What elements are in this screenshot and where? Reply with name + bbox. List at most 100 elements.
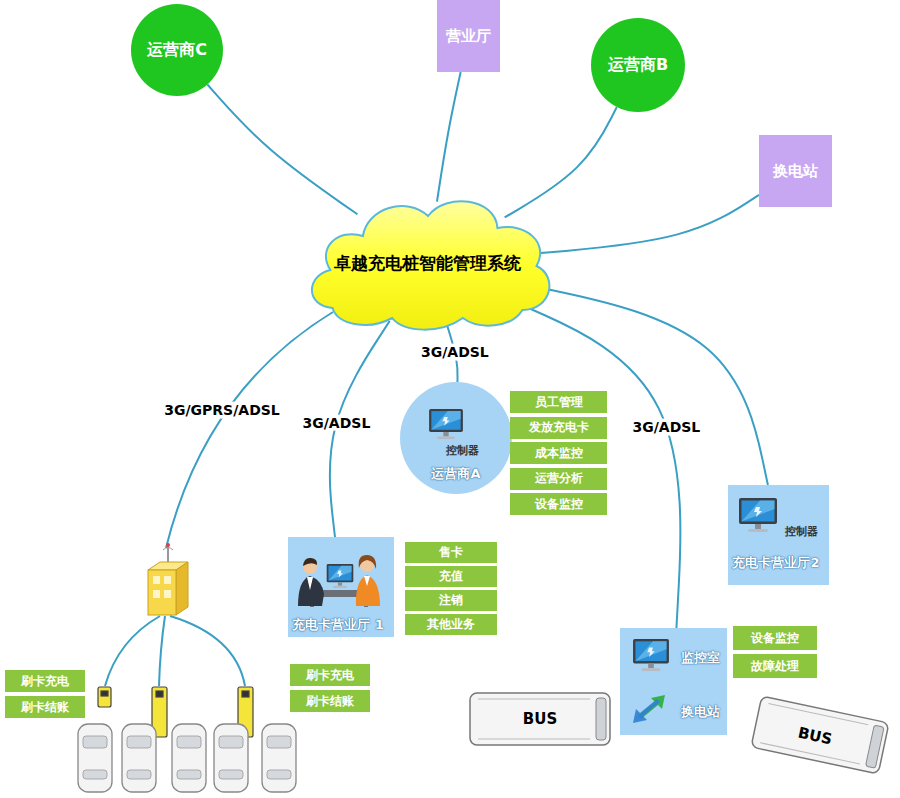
node-label: 员工管理: [535, 395, 583, 409]
pile-wire: [105, 616, 160, 686]
function-box: 运营分析: [510, 468, 607, 490]
node-label: 运营商C: [147, 40, 207, 59]
function-box: 其他业务: [405, 614, 497, 635]
office-people-illustration: [360, 558, 374, 572]
pile-wire: [105, 616, 245, 686]
car-illustration: [262, 724, 296, 792]
node-label: 成本监控: [535, 446, 583, 460]
car-illustration: [219, 736, 243, 748]
function-box: 设备监控: [733, 626, 817, 650]
circle-shape: [591, 18, 685, 112]
function-box: 员工管理: [510, 391, 607, 413]
network-connector: [505, 107, 617, 218]
node-label: 营业厅: [446, 27, 491, 45]
gateway-building: [163, 548, 173, 551]
office-people-illustration: [298, 576, 324, 606]
swap-icon: [638, 695, 665, 719]
function-box: 故障处理: [733, 654, 817, 678]
office-people-illustration: [298, 555, 380, 607]
bus-illustration: [470, 693, 610, 745]
node-label: 售卡: [439, 545, 463, 559]
bus-label: BUS: [796, 724, 833, 749]
office-people-illustration: [356, 575, 380, 606]
monitor-icon: [429, 409, 463, 439]
bus-illustration: [470, 693, 610, 745]
car-illustration: [78, 724, 112, 792]
car-illustration: [267, 770, 291, 779]
charging-pile: [242, 691, 249, 697]
link-label: 3G/ADSL: [418, 344, 492, 361]
gateway-building: [153, 590, 160, 598]
bus-illustration: [760, 743, 860, 764]
monitor-icon: [739, 498, 777, 532]
bus-illustration: [478, 739, 590, 740]
office-people-illustration: [310, 597, 314, 607]
function-box: 设备监控: [510, 493, 607, 515]
function-box: 注销: [405, 590, 497, 611]
car-illustration: [127, 770, 151, 779]
office-people-illustration: [327, 564, 354, 588]
office-people-illustration: [302, 590, 376, 597]
node-label: 刷卡结账: [21, 700, 69, 714]
bus-illustration: [751, 696, 889, 774]
charging-pile: [156, 691, 163, 697]
circle-shape: [400, 382, 512, 494]
function-box: 营业厅: [437, 0, 500, 72]
car-illustration: [83, 736, 107, 748]
bus-illustration: [478, 699, 590, 700]
function-box: 发放充电卡: [510, 417, 607, 439]
gateway-building: [164, 590, 171, 598]
node-label: 运营商A: [431, 466, 480, 482]
function-box: 刷卡结账: [290, 690, 370, 712]
bus-illustration: [596, 698, 606, 740]
function-box: 刷卡充电: [5, 670, 85, 692]
gateway-building: [166, 543, 170, 547]
car-illustration: [267, 736, 291, 748]
car-illustration: [214, 724, 248, 792]
network-connector: [516, 302, 681, 628]
link-label: 3G/ADSL: [300, 414, 374, 431]
charging-pile: [152, 687, 167, 737]
sub-label: 监控室: [681, 650, 720, 666]
bus-illustration: [866, 725, 885, 768]
node-label: 运营分析: [535, 471, 583, 485]
sub-label: 控制器: [785, 525, 818, 538]
node-label: 充值: [439, 569, 463, 583]
system-cloud: 卓越充电桩智能管理系统: [300, 188, 555, 338]
pile-wire: [159, 616, 165, 686]
car-illustration: [122, 724, 156, 792]
gateway-building: [167, 546, 169, 562]
function-box: 刷卡结账: [5, 696, 85, 718]
gateway-building: [148, 543, 188, 615]
node-label: 卓越充电桩智能管理系统: [334, 253, 521, 273]
swap-icon: [633, 695, 665, 723]
function-box: 刷卡充电: [290, 664, 370, 686]
car-illustration: [122, 724, 156, 792]
swap-icon: [633, 699, 660, 723]
function-box: 换电站: [759, 135, 832, 207]
function-box: 充值: [405, 566, 497, 587]
car-illustration: [78, 724, 112, 792]
function-box: 售卡: [405, 542, 497, 563]
node-label: 注销: [439, 593, 463, 607]
bus-illustration: [768, 704, 868, 725]
function-box: 监控室换电站: [620, 628, 727, 735]
sub-label: 控制器: [446, 444, 479, 457]
link-label: 3G/ADSL: [629, 419, 703, 436]
node-label: 设备监控: [535, 497, 583, 511]
network-connector: [437, 72, 461, 202]
operator-circle: 控制器运营商A: [400, 382, 512, 494]
node-label: 刷卡充电: [21, 674, 69, 688]
node-label: 换电站: [681, 704, 720, 720]
car-illustration: [219, 770, 243, 779]
node-label: 运营商B: [608, 55, 668, 74]
charging-pile: [238, 687, 253, 737]
node-label: 其他业务: [427, 617, 475, 631]
network-connector: [207, 85, 357, 215]
node-label: 充电卡营业厅 1: [292, 617, 384, 633]
function-box: 充电卡营业厅 1: [288, 537, 394, 637]
bus-label: BUS: [523, 710, 557, 728]
gateway-building: [148, 562, 188, 570]
node-label: 刷卡结账: [306, 694, 354, 708]
